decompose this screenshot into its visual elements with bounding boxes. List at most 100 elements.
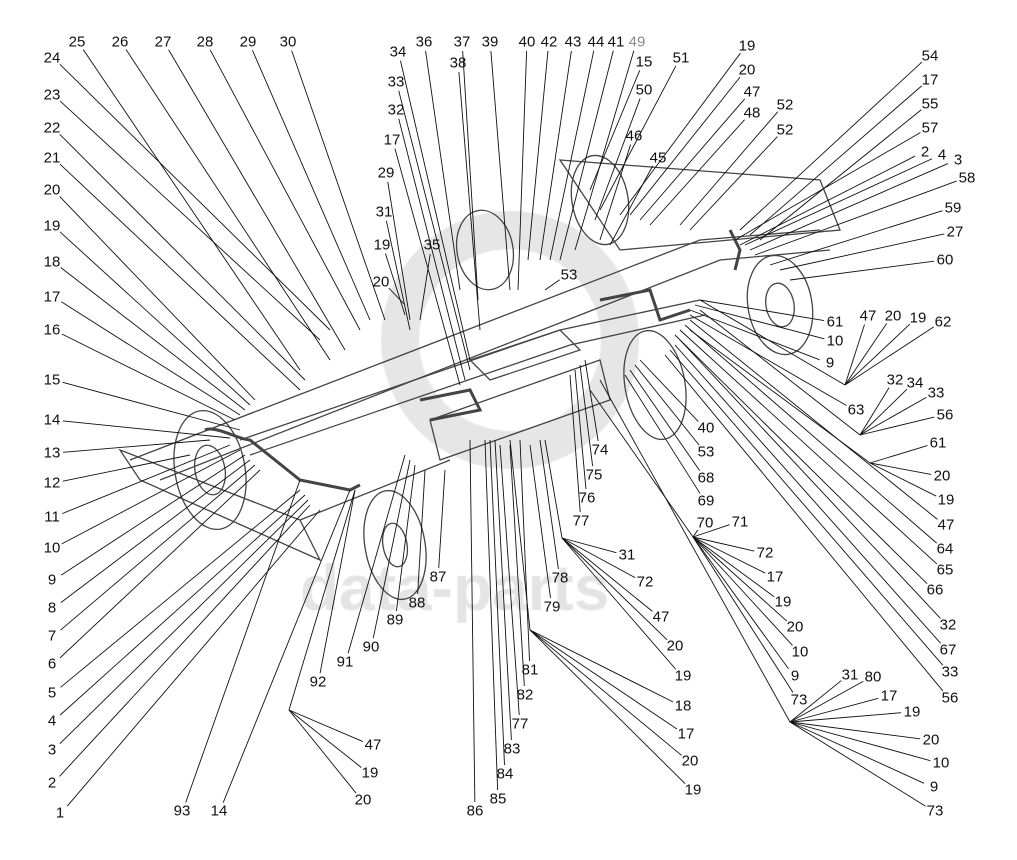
callout-26[interactable]: 26 — [111, 33, 129, 51]
callout-47[interactable]: 47 — [652, 608, 670, 626]
callout-31[interactable]: 31 — [375, 203, 393, 221]
callout-56[interactable]: 56 — [936, 406, 954, 424]
callout-65[interactable]: 65 — [936, 561, 954, 579]
callout-73[interactable]: 73 — [790, 691, 808, 709]
callout-33[interactable]: 33 — [387, 73, 405, 91]
callout-32[interactable]: 32 — [886, 371, 904, 389]
callout-30[interactable]: 30 — [279, 33, 297, 51]
callout-28[interactable]: 28 — [196, 33, 214, 51]
callout-11[interactable]: 11 — [44, 508, 60, 526]
callout-49[interactable]: 49 — [628, 33, 646, 51]
callout-20[interactable]: 20 — [884, 307, 902, 325]
callout-20[interactable]: 20 — [43, 181, 61, 199]
callout-57[interactable]: 57 — [921, 119, 939, 137]
callout-17[interactable]: 17 — [921, 71, 939, 89]
callout-90[interactable]: 90 — [362, 638, 380, 656]
callout-47[interactable]: 47 — [859, 307, 877, 325]
callout-20[interactable]: 20 — [372, 273, 390, 291]
callout-61[interactable]: 61 — [826, 313, 844, 331]
callout-59[interactable]: 59 — [944, 199, 962, 217]
callout-54[interactable]: 54 — [921, 47, 939, 65]
callout-22[interactable]: 22 — [43, 119, 61, 137]
callout-64[interactable]: 64 — [936, 540, 954, 558]
callout-77[interactable]: 77 — [572, 512, 590, 530]
callout-20[interactable]: 20 — [681, 752, 699, 770]
callout-8[interactable]: 8 — [47, 599, 57, 617]
callout-2[interactable]: 2 — [920, 143, 930, 161]
callout-2[interactable]: 2 — [47, 774, 57, 792]
callout-10[interactable]: 10 — [932, 754, 950, 772]
callout-20[interactable]: 20 — [933, 467, 951, 485]
callout-40[interactable]: 40 — [518, 33, 536, 51]
callout-87[interactable]: 87 — [429, 568, 447, 586]
callout-80[interactable]: 80 — [864, 668, 882, 686]
callout-37[interactable]: 37 — [453, 33, 471, 51]
callout-51[interactable]: 51 — [672, 49, 690, 67]
callout-18[interactable]: 18 — [674, 697, 692, 715]
callout-42[interactable]: 42 — [540, 33, 558, 51]
callout-36[interactable]: 36 — [415, 33, 433, 51]
callout-9[interactable]: 9 — [790, 667, 800, 685]
callout-70[interactable]: 70 — [696, 514, 714, 532]
callout-14[interactable]: 14 — [210, 802, 228, 820]
callout-4[interactable]: 4 — [937, 146, 947, 164]
callout-33[interactable]: 33 — [941, 663, 959, 681]
callout-20[interactable]: 20 — [354, 791, 372, 809]
callout-19[interactable]: 19 — [738, 37, 756, 55]
callout-43[interactable]: 43 — [564, 33, 582, 51]
callout-63[interactable]: 63 — [847, 401, 865, 419]
callout-6[interactable]: 6 — [47, 655, 57, 673]
callout-19[interactable]: 19 — [674, 667, 692, 685]
callout-16[interactable]: 16 — [43, 321, 61, 339]
callout-85[interactable]: 85 — [489, 790, 507, 808]
callout-10[interactable]: 10 — [791, 643, 809, 661]
callout-17[interactable]: 17 — [383, 131, 401, 149]
callout-89[interactable]: 89 — [386, 611, 404, 629]
callout-60[interactable]: 60 — [936, 251, 954, 269]
callout-67[interactable]: 67 — [939, 641, 957, 659]
callout-72[interactable]: 72 — [756, 544, 774, 562]
callout-52[interactable]: 52 — [776, 121, 794, 139]
callout-17[interactable]: 17 — [766, 568, 784, 586]
callout-29[interactable]: 29 — [377, 164, 395, 182]
callout-19[interactable]: 19 — [43, 217, 61, 235]
callout-34[interactable]: 34 — [389, 43, 407, 61]
callout-58[interactable]: 58 — [958, 169, 976, 187]
callout-76[interactable]: 76 — [578, 489, 596, 507]
callout-73[interactable]: 73 — [926, 802, 944, 820]
callout-68[interactable]: 68 — [697, 469, 715, 487]
callout-53[interactable]: 53 — [697, 443, 715, 461]
callout-84[interactable]: 84 — [496, 765, 514, 783]
callout-18[interactable]: 18 — [43, 253, 61, 271]
callout-81[interactable]: 81 — [521, 661, 539, 679]
callout-7[interactable]: 7 — [47, 627, 57, 645]
callout-10[interactable]: 10 — [43, 539, 61, 557]
callout-47[interactable]: 47 — [743, 83, 761, 101]
callout-9[interactable]: 9 — [825, 354, 835, 372]
callout-17[interactable]: 17 — [880, 687, 898, 705]
callout-92[interactable]: 92 — [309, 673, 327, 691]
callout-5[interactable]: 5 — [47, 684, 57, 702]
callout-91[interactable]: 91 — [336, 653, 354, 671]
callout-27[interactable]: 27 — [154, 33, 172, 51]
callout-50[interactable]: 50 — [635, 81, 653, 99]
callout-62[interactable]: 62 — [934, 313, 952, 331]
callout-19[interactable]: 19 — [903, 703, 921, 721]
callout-38[interactable]: 38 — [449, 54, 467, 72]
callout-19[interactable]: 19 — [774, 593, 792, 611]
callout-66[interactable]: 66 — [926, 581, 944, 599]
callout-15[interactable]: 15 — [43, 371, 61, 389]
callout-12[interactable]: 12 — [43, 474, 61, 492]
callout-45[interactable]: 45 — [649, 149, 667, 167]
callout-20[interactable]: 20 — [786, 618, 804, 636]
callout-77[interactable]: 77 — [511, 715, 529, 733]
callout-69[interactable]: 69 — [697, 492, 715, 510]
callout-74[interactable]: 74 — [591, 441, 609, 459]
callout-3[interactable]: 3 — [47, 741, 57, 759]
callout-47[interactable]: 47 — [937, 516, 955, 534]
callout-3[interactable]: 3 — [953, 151, 963, 169]
callout-61[interactable]: 61 — [929, 434, 947, 452]
callout-44[interactable]: 44 — [587, 33, 605, 51]
callout-46[interactable]: 46 — [625, 127, 643, 145]
callout-15[interactable]: 15 — [635, 53, 653, 71]
